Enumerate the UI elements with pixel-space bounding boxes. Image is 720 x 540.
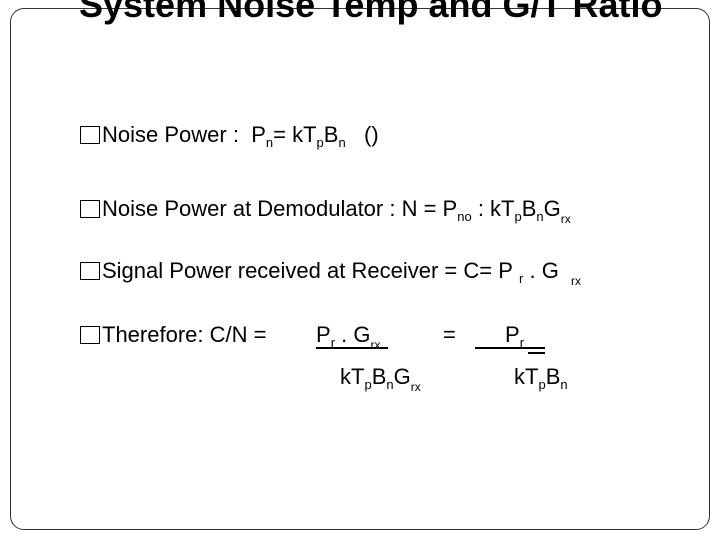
slide-frame [10,8,710,530]
bullet-box-icon [80,262,100,280]
fraction-2-denominator: kTpBn [514,364,568,392]
bullet-signal-power: Signal Power received at Receiver = C= P… [80,258,581,288]
bullet-noise-power: Noise Power : Pn= kTpBn () [80,122,379,150]
equals-sign: = [443,322,456,347]
fraction-2-bar-extra [528,352,545,354]
fraction-1-bar [316,347,388,349]
fraction-1-denominator: kTpBnGrx [340,364,421,394]
slide-title: System Noise Temp and G/T Ratio [79,0,663,25]
bullet-box-icon [80,326,100,344]
fraction-1-numerator: Pr . Grx [316,322,381,352]
bullet-box-icon [80,126,100,144]
bullet-cn-ratio: Therefore: C/N = [80,322,266,348]
fraction-2-bar [475,347,545,349]
bullet-demodulator-power: Noise Power at Demodulator : N = Pno : k… [80,196,571,226]
fraction-2-numerator: Pr [505,322,525,350]
bullet-box-icon [80,200,100,218]
